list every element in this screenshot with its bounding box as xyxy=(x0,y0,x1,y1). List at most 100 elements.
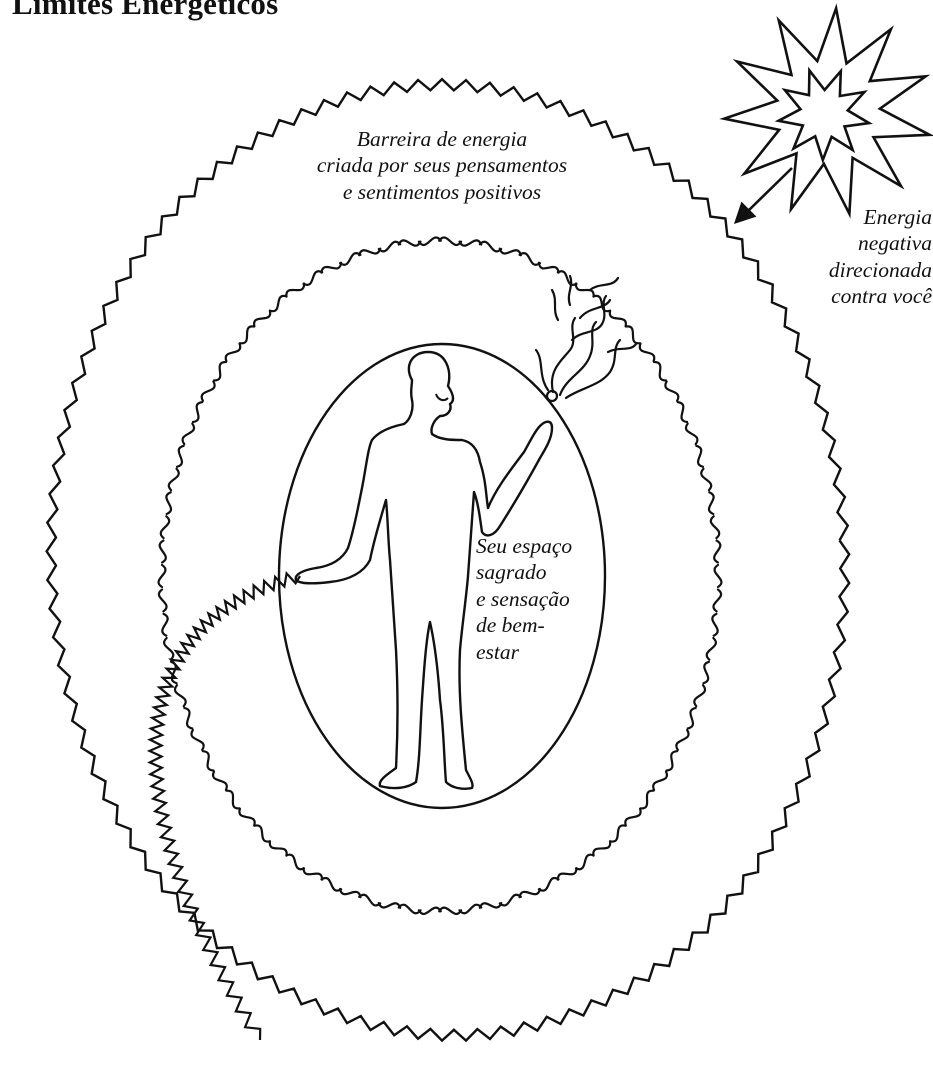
ring-squiggle xyxy=(712,614,717,636)
sacred-label-line: sagrado xyxy=(476,559,616,585)
ring-squiggle xyxy=(304,271,323,285)
ring-squiggle xyxy=(654,362,666,381)
barrier-label-line: criada por seus pensamentos xyxy=(272,152,612,178)
ring-squiggle xyxy=(460,240,482,245)
ring-squiggle xyxy=(359,249,380,256)
ring-squiggle xyxy=(676,730,688,750)
negative-label-line: negativa xyxy=(782,230,932,256)
barrier-spiral-tail xyxy=(150,573,301,1040)
ring-squiggle xyxy=(500,249,521,256)
ring-squiggle xyxy=(709,492,714,514)
ring-squiggle xyxy=(270,841,287,855)
ring-squiggle xyxy=(202,382,215,401)
ring-squiggle xyxy=(653,772,667,791)
ring-squiggle xyxy=(166,492,171,514)
ring-squiggle xyxy=(171,662,176,683)
ring-squiggle xyxy=(161,516,169,538)
ring-squiggle xyxy=(696,446,703,467)
ring-squiggle xyxy=(203,751,214,770)
ring-squiggle xyxy=(701,469,711,490)
negative-label-line: contra você xyxy=(782,283,932,309)
ring-squiggle xyxy=(213,772,227,791)
spiral-tail-path xyxy=(150,573,301,1040)
barrier-label: Barreira de energia criada por seus pens… xyxy=(272,126,612,205)
ring-squiggle xyxy=(694,685,705,706)
ring-squiggle xyxy=(688,708,696,729)
ring-squiggle xyxy=(576,855,594,870)
ring-squiggle xyxy=(460,905,482,914)
ring-squiggle xyxy=(593,841,610,855)
ring-squiggle xyxy=(715,565,722,587)
ring-squiggle xyxy=(711,516,719,538)
outer-energy-barrier xyxy=(47,79,850,1040)
energy-flare xyxy=(536,276,636,401)
negative-label-line: Energia xyxy=(782,204,932,230)
ring-squiggle xyxy=(641,791,654,809)
ring-squiggle xyxy=(304,868,323,880)
ring-squiggle xyxy=(399,240,421,245)
ring-squiggle xyxy=(520,253,540,265)
ring-squiggle xyxy=(610,311,626,327)
ring-squiggle xyxy=(191,730,203,750)
ring-squiggle xyxy=(286,284,304,297)
ring-squiggle xyxy=(322,878,342,891)
ring-squiggle xyxy=(379,903,400,908)
starburst-icon xyxy=(724,8,929,214)
ring-squiggle xyxy=(239,809,254,826)
ring-squiggle xyxy=(160,541,166,563)
ring-squiggle xyxy=(678,402,687,422)
ring-squiggle xyxy=(322,263,342,273)
ring-squiggle xyxy=(520,889,540,897)
ring-squiggle xyxy=(558,271,577,285)
ring-squiggle xyxy=(626,326,640,343)
sacred-label-line: estar xyxy=(476,639,616,665)
ring-squiggle xyxy=(713,590,721,612)
ring-squiggle xyxy=(625,809,640,826)
negative-energy-label: Energia negativa direcionada contra você xyxy=(782,204,932,310)
ring-squiggle xyxy=(226,791,239,809)
ring-squiggle xyxy=(214,362,226,381)
ring-squiggle xyxy=(175,685,186,706)
positive-energy-ring xyxy=(159,237,722,913)
sacred-label-line: de bem- xyxy=(476,612,616,638)
face-detail xyxy=(436,394,448,400)
ring-squiggle xyxy=(183,424,195,445)
outer-barrier-path xyxy=(47,79,850,1040)
ring-squiggle xyxy=(500,895,521,906)
ring-squiggle xyxy=(162,614,167,636)
ring-squiggle xyxy=(707,638,716,660)
ring-squiggle xyxy=(340,889,360,897)
ring-squiggle xyxy=(379,242,400,252)
ring-squiggle xyxy=(270,296,287,311)
sacred-space-label: Seu espaço sagrado e sensação de bem- es… xyxy=(476,533,616,665)
ring-squiggle xyxy=(164,638,173,660)
ring-squiggle xyxy=(159,565,166,587)
negative-label-line: direcionada xyxy=(782,257,932,283)
ring-squiggle xyxy=(254,311,270,327)
ring-squiggle xyxy=(480,903,501,908)
ring-squiggle xyxy=(159,590,167,612)
ring-squiggle xyxy=(704,662,709,683)
ring-squiggle xyxy=(439,908,461,914)
sacred-label-line: e sensação xyxy=(476,586,616,612)
ring-squiggle xyxy=(419,908,441,914)
sacred-label-line: Seu espaço xyxy=(476,533,616,559)
ring-squiggle xyxy=(340,253,360,265)
ring-squiggle xyxy=(667,751,678,770)
ring-squiggle xyxy=(419,237,441,245)
ring-squiggle xyxy=(169,469,179,490)
ring-squiggle xyxy=(640,344,655,362)
ring-squiggle xyxy=(665,382,678,401)
ring-squiggle xyxy=(399,905,421,914)
ring-squiggle xyxy=(359,895,380,906)
ring-squiggle xyxy=(558,868,577,880)
ring-squiggle xyxy=(254,825,270,841)
ring-squiggle xyxy=(610,825,626,841)
ring-squiggle xyxy=(193,402,202,422)
ring-squiggle xyxy=(177,446,184,467)
ring-squiggle xyxy=(184,708,192,729)
barrier-label-line: Barreira de energia xyxy=(272,126,612,152)
ring-squiggle xyxy=(714,541,720,563)
barrier-label-line: e sentimentos positivos xyxy=(272,179,612,205)
